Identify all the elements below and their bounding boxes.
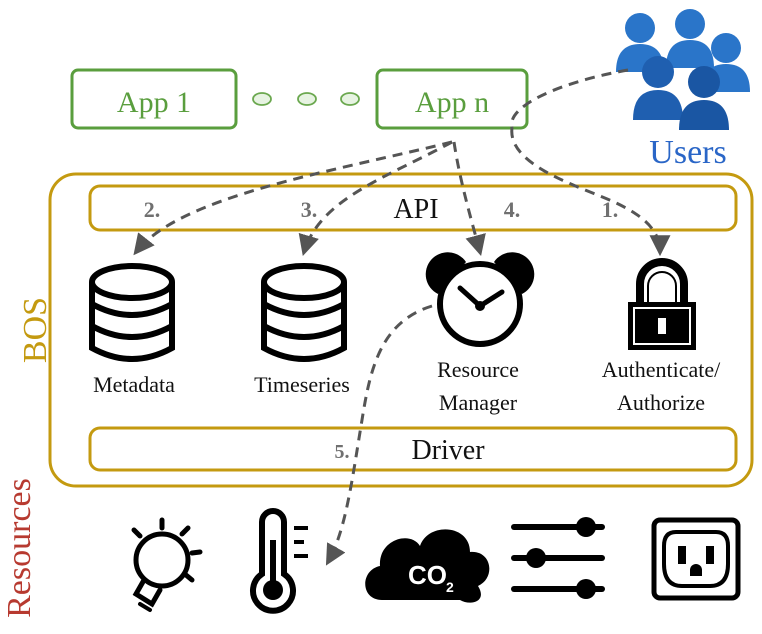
arrow-step-2 bbox=[133, 140, 453, 256]
driver-label: Driver bbox=[411, 435, 485, 466]
auth-label-line1: Authenticate/ bbox=[602, 357, 721, 382]
users-group-icon bbox=[616, 9, 750, 130]
app-n-box bbox=[375, 68, 529, 130]
metadata-label: Metadata bbox=[93, 372, 175, 397]
padlock-icon bbox=[628, 258, 696, 350]
co2-text: CO bbox=[408, 560, 447, 590]
resource-manager-label-line2: Manager bbox=[439, 390, 518, 415]
flow-arrows bbox=[133, 68, 671, 566]
database-icon bbox=[89, 263, 175, 362]
app-n-label: App n bbox=[415, 86, 489, 119]
timeseries-label: Timeseries bbox=[254, 372, 350, 397]
resources-label: Resources bbox=[1, 478, 38, 618]
lightbulb-icon bbox=[131, 517, 203, 612]
alarm-clock-icon bbox=[425, 252, 535, 347]
bos-label: BOS bbox=[17, 297, 54, 363]
api-bar bbox=[88, 184, 738, 232]
api-label: API bbox=[393, 194, 438, 225]
co2-subscript: 2 bbox=[446, 579, 454, 595]
arrow-step-3 bbox=[298, 140, 453, 257]
users-label: Users bbox=[649, 134, 726, 171]
step-4-label: 4. bbox=[504, 197, 521, 222]
arrow-step-5 bbox=[325, 304, 433, 566]
arrow-users-to-appn bbox=[510, 68, 629, 129]
step-5-label: 5. bbox=[335, 441, 350, 463]
step-1-label: 1. bbox=[602, 197, 619, 222]
resource-manager-label-line1: Resource bbox=[437, 357, 519, 382]
step-3-label: 3. bbox=[301, 197, 318, 222]
power-outlet-icon bbox=[651, 517, 741, 601]
app-1-box bbox=[70, 68, 238, 130]
arrow-step-1 bbox=[510, 127, 671, 257]
database-icon bbox=[261, 263, 347, 362]
arrow-step-4 bbox=[452, 141, 486, 257]
driver-bar bbox=[88, 426, 738, 472]
app-1-label: App 1 bbox=[117, 86, 191, 119]
thermometer-icon bbox=[250, 508, 308, 614]
sliders-icon bbox=[511, 517, 605, 599]
ellipsis-dots bbox=[252, 92, 360, 106]
bos-container bbox=[48, 172, 754, 488]
step-2-label: 2. bbox=[144, 197, 161, 222]
auth-label-line2: Authorize bbox=[617, 390, 705, 415]
co2-cloud-icon: CO 2 bbox=[365, 529, 490, 603]
